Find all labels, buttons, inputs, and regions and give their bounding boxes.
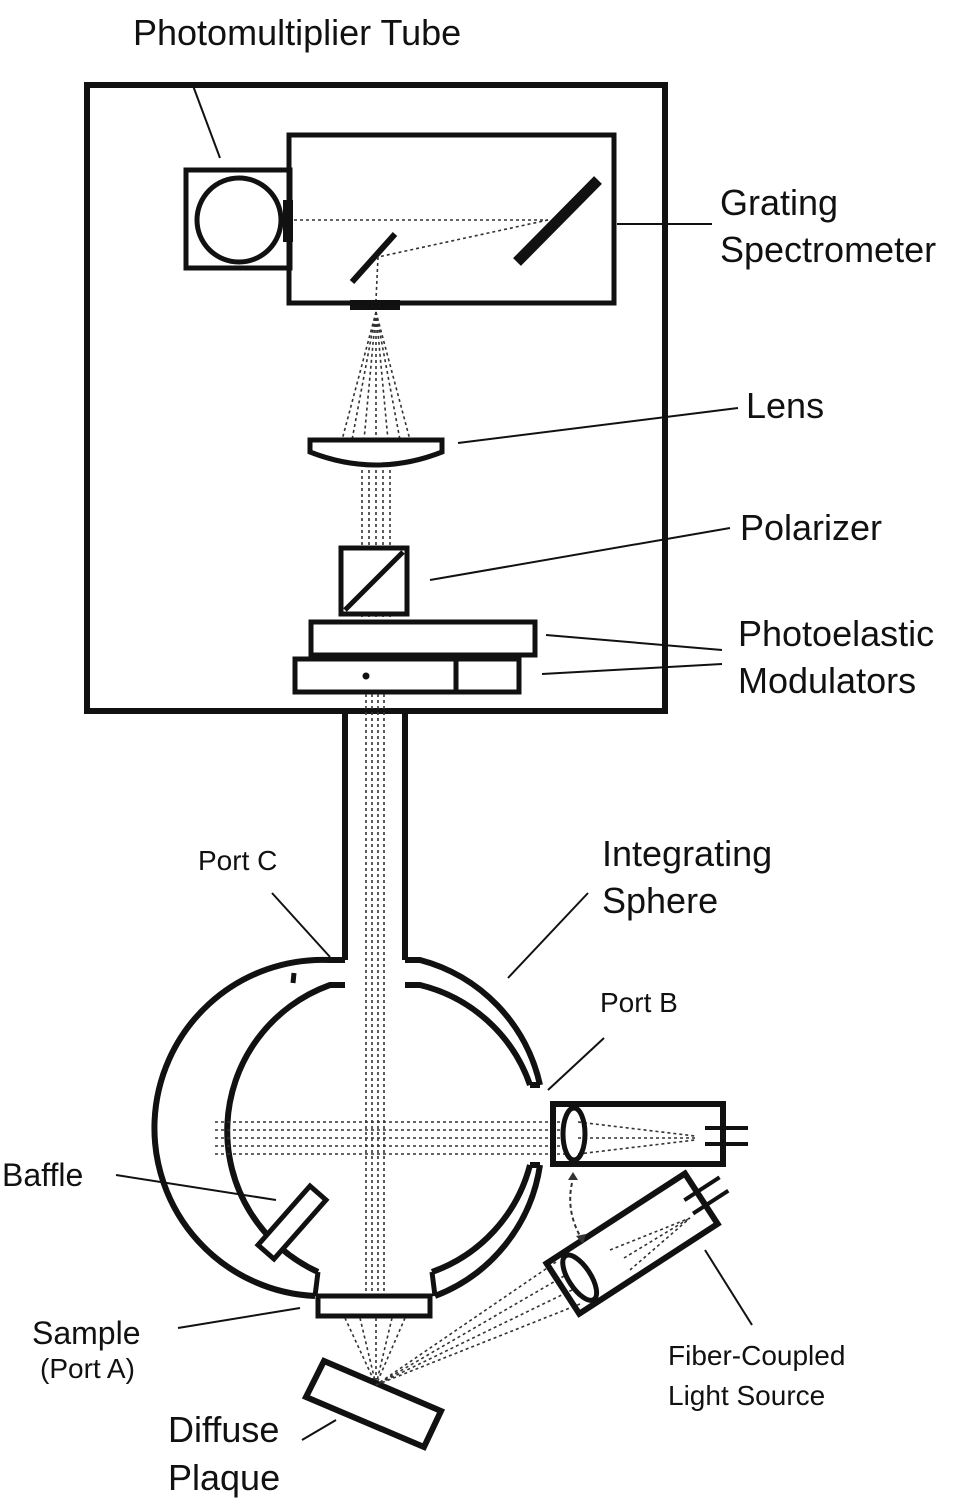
label-integrating-sphere-2: Sphere — [602, 880, 718, 921]
label-photoelastic-modulators-2: Modulators — [738, 660, 916, 701]
label-grating-spectrometer-1: Grating — [720, 182, 838, 223]
label-baffle: Baffle — [2, 1157, 83, 1193]
rotation-arc — [569, 1182, 581, 1237]
diffuse-plaque — [301, 1357, 446, 1451]
label-diffuse-plaque-1: Diffuse — [168, 1409, 279, 1450]
lens — [307, 437, 445, 468]
label-photomultiplier-tube: Photomultiplier Tube — [133, 12, 461, 53]
port-b-source — [550, 1101, 748, 1167]
upper-housing — [84, 82, 668, 714]
fiber-light-source — [542, 1169, 730, 1318]
label-port-c: Port C — [198, 845, 277, 876]
label-lens: Lens — [746, 385, 824, 426]
integrating-sphere — [151, 708, 543, 1299]
label-integrating-sphere-1: Integrating — [602, 833, 772, 874]
photoelastic-modulators — [292, 619, 538, 695]
baffle — [254, 1182, 330, 1263]
beam-source-to-plaque — [375, 1217, 691, 1386]
label-polarizer: Polarizer — [740, 507, 882, 548]
label-light-source-1: Fiber-Coupled — [668, 1340, 845, 1371]
photomultiplier-tube — [183, 167, 293, 271]
label-grating-spectrometer-2: Spectrometer — [720, 229, 936, 270]
label-photoelastic-modulators-1: Photoelastic — [738, 613, 934, 654]
beam-port-b — [215, 1121, 696, 1155]
leader-lines — [115, 82, 753, 1441]
sample — [315, 1293, 433, 1319]
grating-spectrometer — [283, 132, 617, 310]
polarizer — [338, 545, 410, 617]
label-sample-2: (Port A) — [40, 1353, 135, 1384]
label-port-b: Port B — [600, 987, 678, 1018]
beam-sphere-vertical — [365, 694, 385, 1300]
label-diffuse-plaque-2: Plaque — [168, 1457, 280, 1498]
label-light-source-2: Light Source — [668, 1380, 825, 1411]
beam-slit-to-lens — [341, 311, 411, 441]
label-sample-1: Sample — [32, 1315, 141, 1351]
beam-sample-to-plaque — [344, 1317, 406, 1386]
